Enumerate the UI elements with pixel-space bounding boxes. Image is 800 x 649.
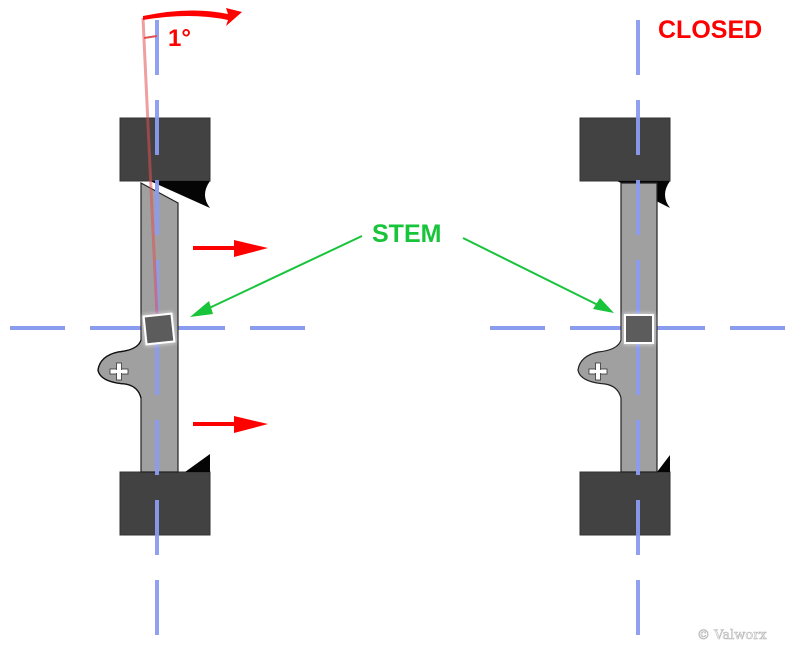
right-diagram: CLOSED	[490, 16, 790, 640]
angle-arc	[143, 35, 158, 39]
left-tilt-line	[141, 17, 159, 317]
state-label: CLOSED	[658, 16, 762, 44]
rotation-arrow-icon	[143, 8, 242, 26]
stem-pointer-right	[462, 237, 601, 307]
left-stem-lobe	[97, 339, 142, 399]
left-top-seat-block	[119, 117, 211, 182]
left-top-wedge-shadow	[150, 181, 210, 208]
right-bottom-wedge-shadow	[657, 455, 670, 472]
stem-arrowhead-right-icon	[593, 298, 614, 313]
right-pivot-plus-icon	[588, 362, 608, 381]
copyright-watermark: © Valworx	[697, 628, 767, 643]
right-stem-square	[624, 314, 654, 344]
stem-label: STEM	[372, 220, 441, 248]
left-bottom-seat-block	[119, 471, 211, 536]
left-stem-square	[142, 312, 176, 346]
left-bottom-wedge-shadow	[185, 454, 210, 472]
right-stem-plate	[577, 182, 658, 473]
left-pivot-plus-icon	[109, 362, 129, 381]
right-bottom-seat-block	[579, 471, 671, 536]
stem-pointer-left	[204, 235, 363, 311]
left-force-arrow-top	[193, 240, 268, 257]
right-top-seat-block	[579, 117, 671, 182]
stem-arrowhead-left-icon	[190, 301, 213, 317]
left-diagram: 1°	[10, 8, 310, 640]
stem-callout: STEM	[190, 220, 614, 317]
angle-label: 1°	[168, 25, 191, 52]
left-force-arrow-bottom	[193, 416, 268, 433]
